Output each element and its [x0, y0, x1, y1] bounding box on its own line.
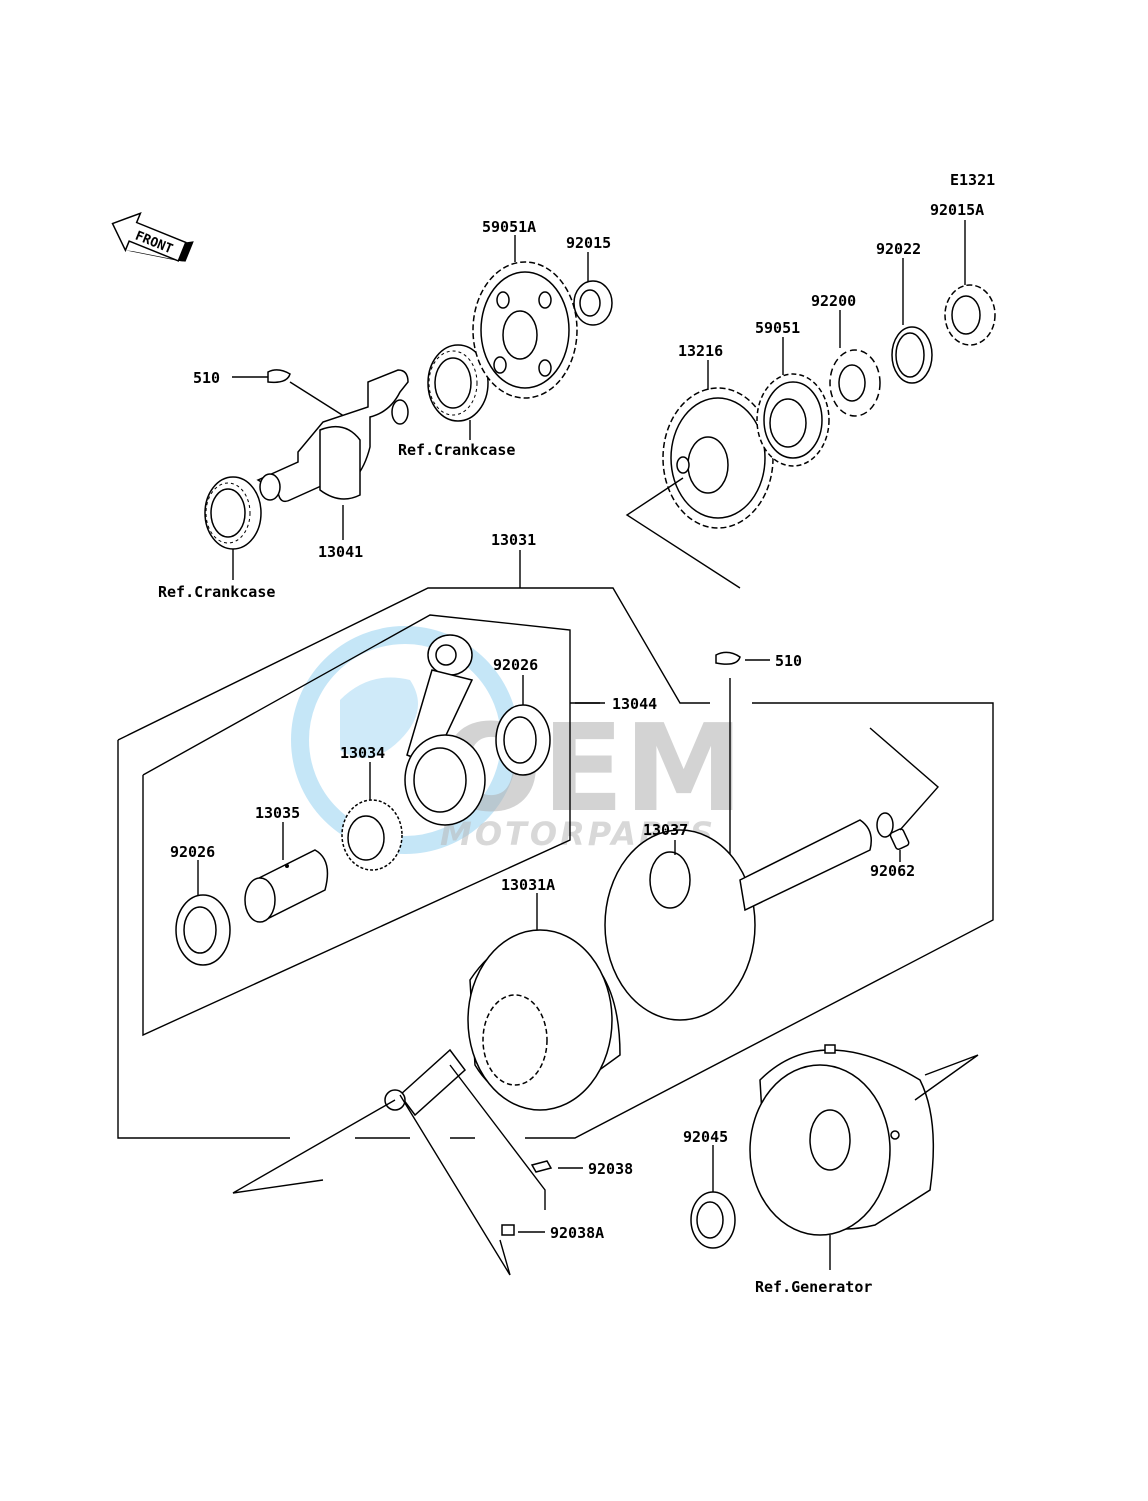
label-92015a: 92015A	[930, 201, 984, 219]
gear-59051-icon	[756, 373, 830, 467]
washer-icon	[891, 326, 933, 384]
label-ref-generator: Ref.Generator	[755, 1278, 872, 1296]
label-13035: 13035	[255, 804, 300, 822]
label-13041: 13041	[318, 543, 363, 561]
bearing-icon	[690, 1191, 736, 1249]
label-13034: 13034	[340, 744, 385, 762]
label-59051: 59051	[755, 319, 800, 337]
label-ref-crankcase-1: Ref.Crankcase	[398, 441, 515, 459]
woodruff-key-icon	[715, 651, 741, 665]
key-icon	[530, 1160, 553, 1173]
label-92022: 92022	[876, 240, 921, 258]
thrust-washer-icon	[495, 704, 551, 776]
label-92045: 92045	[683, 1128, 728, 1146]
connecting-rod-icon	[404, 634, 486, 826]
watermark-main: OEM	[440, 700, 743, 839]
balancer-shaft-icon	[256, 369, 409, 503]
label-13044: 13044	[612, 695, 657, 713]
label-13031a: 13031A	[501, 876, 555, 894]
label-59051a: 59051A	[482, 218, 536, 236]
bearing-icon	[204, 476, 262, 550]
label-510-top: 510	[193, 369, 220, 387]
label-92026-top: 92026	[493, 656, 538, 674]
key-icon	[501, 1224, 515, 1236]
set-screw-icon	[889, 828, 910, 850]
gear-13216-icon	[662, 387, 774, 529]
label-92026-left: 92026	[170, 843, 215, 861]
label-92015: 92015	[566, 234, 611, 252]
assembly-frame-lines	[117, 587, 994, 1139]
label-510-mid: 510	[775, 652, 802, 670]
nut-icon	[573, 280, 613, 326]
crank-pin-icon	[244, 849, 329, 923]
label-92038: 92038	[588, 1160, 633, 1178]
label-92062: 92062	[870, 862, 915, 880]
front-arrow-icon: FRONT	[111, 211, 194, 262]
flywheel-13031a-icon	[384, 929, 621, 1117]
woodruff-key-icon	[267, 369, 291, 384]
thrust-washer-icon	[175, 894, 231, 966]
label-ref-crankcase-2: Ref.Crankcase	[158, 583, 275, 601]
label-92038a: 92038A	[550, 1224, 604, 1242]
label-13216: 13216	[678, 342, 723, 360]
label-92200: 92200	[811, 292, 856, 310]
label-13037: 13037	[643, 821, 688, 839]
label-13031: 13031	[491, 531, 536, 549]
oem-motorparts-watermark: OEM MOTORPARTS	[291, 626, 743, 854]
lock-washer-icon	[829, 349, 881, 417]
flywheel-13037-icon	[604, 812, 894, 1021]
generator-rotor-icon	[749, 1044, 935, 1236]
needle-bearing-icon	[341, 799, 403, 871]
gear-59051a-icon	[472, 261, 578, 399]
bearing-icon	[427, 344, 489, 422]
diagram-code: E1321	[950, 171, 995, 189]
nut-icon	[944, 284, 996, 346]
